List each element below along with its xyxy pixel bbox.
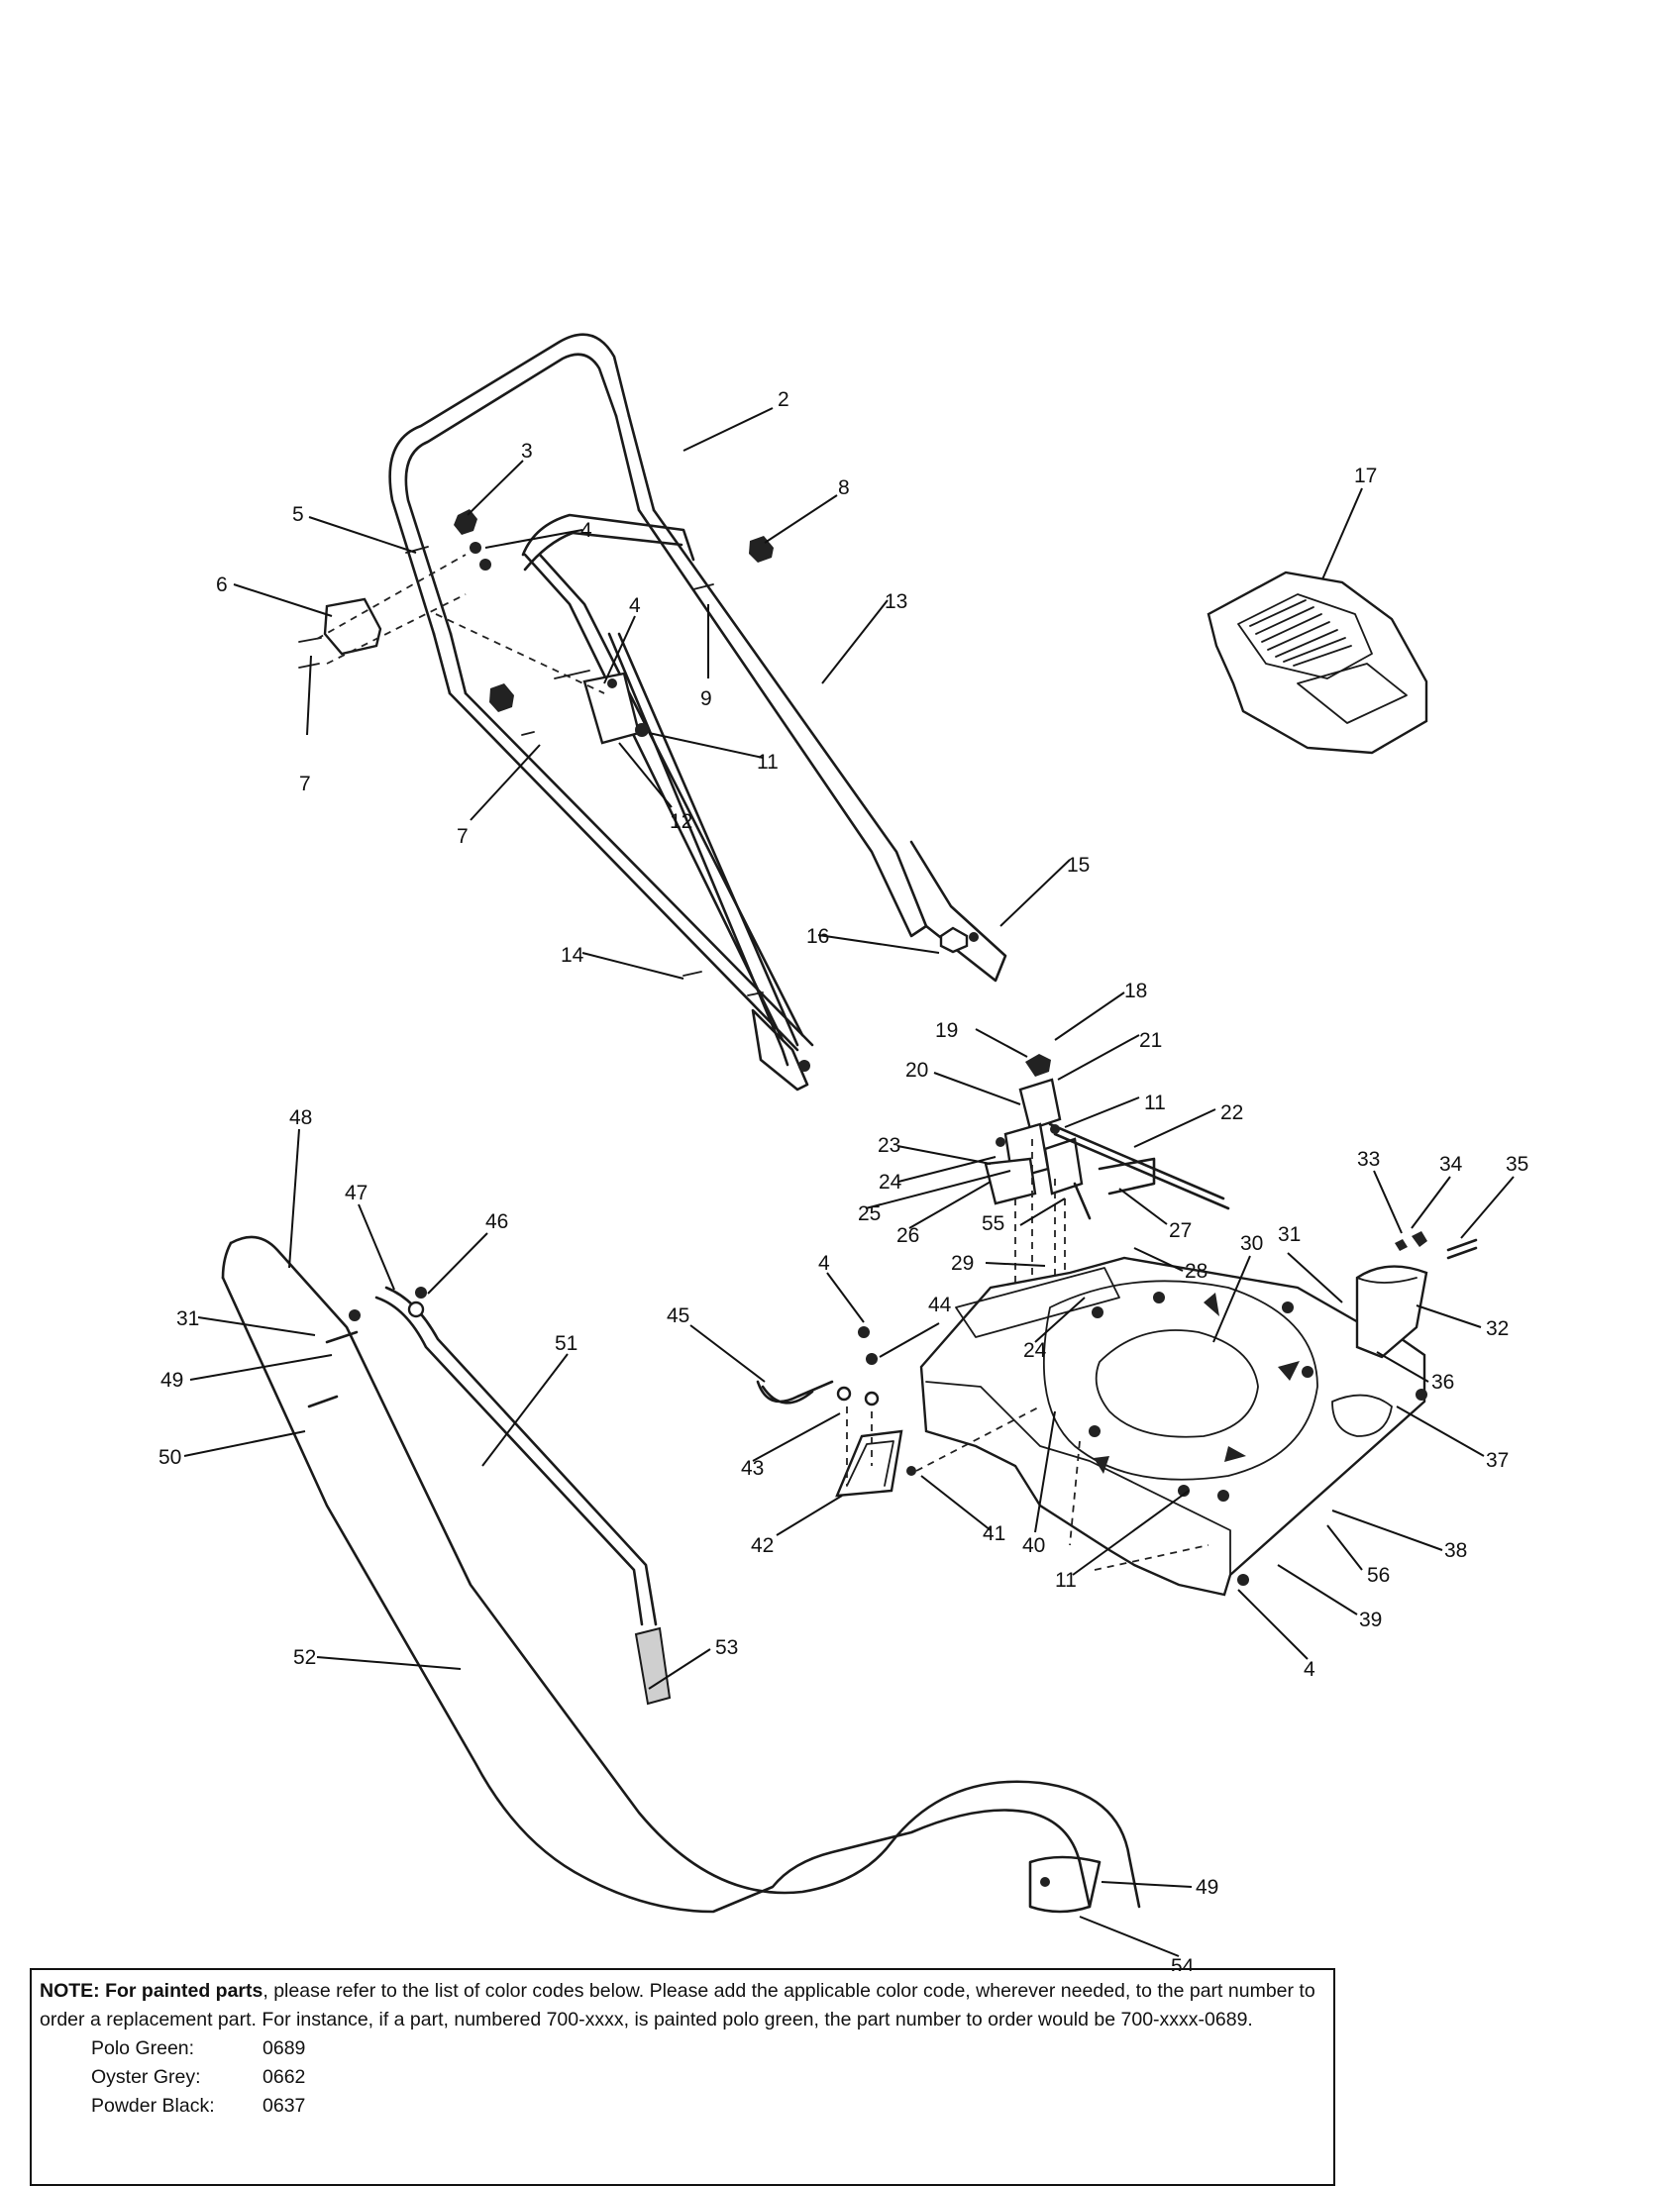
callout-31: 31 <box>1278 1223 1301 1246</box>
callout-27: 27 <box>1169 1219 1192 1242</box>
blower-housing <box>919 1256 1427 1597</box>
callout-52: 52 <box>293 1646 316 1669</box>
callout-49b: 49 <box>1196 1876 1218 1899</box>
parts-diagram: 2 3 4 5 6 7 8 4 13 9 11 12 7 17 15 16 14… <box>158 333 1528 1971</box>
callout-44: 44 <box>928 1294 952 1316</box>
note-text: , please refer to the list of color code… <box>40 1980 1315 2030</box>
callout-3: 3 <box>521 440 533 463</box>
shroud-cover <box>1207 571 1428 755</box>
callout-50: 50 <box>158 1446 181 1469</box>
callout-29: 29 <box>951 1252 974 1275</box>
callout-4b: 4 <box>629 594 641 617</box>
callout-9: 9 <box>700 687 712 710</box>
callout-56: 56 <box>1367 1564 1390 1587</box>
callout-32: 32 <box>1486 1317 1509 1340</box>
callout-4c: 4 <box>818 1252 830 1275</box>
callout-31b: 31 <box>176 1307 199 1330</box>
color-row-powder-black: Powder Black: 0637 <box>91 2092 1325 2121</box>
callout-49: 49 <box>160 1369 183 1392</box>
callout-21: 21 <box>1139 1029 1162 1052</box>
callout-24b: 24 <box>1023 1339 1047 1362</box>
color-code: 0689 <box>262 2037 306 2059</box>
discharge-chute <box>1355 1231 1478 1359</box>
callout-17: 17 <box>1354 465 1377 487</box>
callout-23: 23 <box>878 1134 900 1157</box>
callout-18: 18 <box>1124 980 1147 1002</box>
color-name: Oyster Grey: <box>91 2066 201 2088</box>
callout-30: 30 <box>1240 1232 1263 1255</box>
callout-40: 40 <box>1022 1534 1045 1557</box>
callout-25: 25 <box>858 1202 881 1225</box>
note-bold-phrase: For painted parts <box>105 1980 263 2002</box>
callout-45: 45 <box>667 1304 689 1327</box>
callout-28: 28 <box>1185 1260 1208 1283</box>
callout-22: 22 <box>1220 1101 1243 1124</box>
callout-26: 26 <box>896 1224 919 1247</box>
color-code: 0662 <box>262 2066 306 2088</box>
callout-5: 5 <box>292 503 304 526</box>
callout-38: 38 <box>1444 1539 1467 1562</box>
callout-53: 53 <box>715 1636 738 1659</box>
callout-11: 11 <box>757 751 779 774</box>
callout-41: 41 <box>983 1522 1005 1545</box>
callout-16: 16 <box>806 925 829 948</box>
handle-hardware <box>298 509 969 996</box>
color-name: Polo Green: <box>91 2037 195 2059</box>
callout-46: 46 <box>485 1210 508 1233</box>
lower-handle <box>448 508 1007 1092</box>
note-paragraph: NOTE: For painted parts, please refer to… <box>40 1977 1325 2034</box>
leader-lines <box>183 407 1515 1957</box>
color-row-oyster-grey: Oyster Grey: 0662 <box>91 2063 1325 2092</box>
callout-20: 20 <box>905 1059 928 1082</box>
callout-6: 6 <box>216 573 228 596</box>
callout-14: 14 <box>561 944 584 967</box>
callout-12: 12 <box>670 810 692 833</box>
callout-43: 43 <box>741 1457 764 1480</box>
callout-33: 33 <box>1357 1148 1380 1171</box>
callout-2: 2 <box>778 388 789 411</box>
callout-labels: 2 3 4 5 6 7 8 4 13 9 11 12 7 17 15 16 14… <box>158 388 1528 1971</box>
upper-handle <box>388 333 695 695</box>
callout-35: 35 <box>1506 1153 1528 1176</box>
callout-4: 4 <box>580 519 592 542</box>
callout-4d: 4 <box>1304 1658 1315 1681</box>
callout-54: 54 <box>1171 1955 1195 1971</box>
vacuum-tube <box>221 1235 1141 1914</box>
callout-42: 42 <box>751 1534 774 1557</box>
callout-15: 15 <box>1067 854 1090 877</box>
callout-19: 19 <box>935 1019 958 1042</box>
callout-8: 8 <box>838 476 850 499</box>
callout-11c: 11 <box>1055 1569 1077 1592</box>
callout-39: 39 <box>1359 1609 1382 1631</box>
callout-11b: 11 <box>1144 1092 1166 1114</box>
callout-55: 55 <box>982 1212 1004 1235</box>
callout-51: 51 <box>555 1332 578 1355</box>
callout-24: 24 <box>879 1171 902 1194</box>
callout-36: 36 <box>1431 1371 1454 1394</box>
color-code: 0637 <box>262 2095 306 2117</box>
callout-7: 7 <box>299 773 311 795</box>
callout-48: 48 <box>289 1106 312 1129</box>
control-assembly <box>984 1054 1230 1220</box>
callout-13: 13 <box>885 590 907 613</box>
note-prefix: NOTE: <box>40 1980 100 2002</box>
color-row-polo-green: Polo Green: 0689 <box>91 2034 1325 2063</box>
callout-7b: 7 <box>457 825 469 848</box>
callout-37: 37 <box>1486 1449 1509 1472</box>
foot-pedal <box>756 1326 916 1498</box>
callout-47: 47 <box>345 1182 368 1204</box>
color-code-note: NOTE: For painted parts, please refer to… <box>30 1968 1335 2186</box>
color-name: Powder Black: <box>91 2095 215 2117</box>
callout-34: 34 <box>1439 1153 1463 1176</box>
